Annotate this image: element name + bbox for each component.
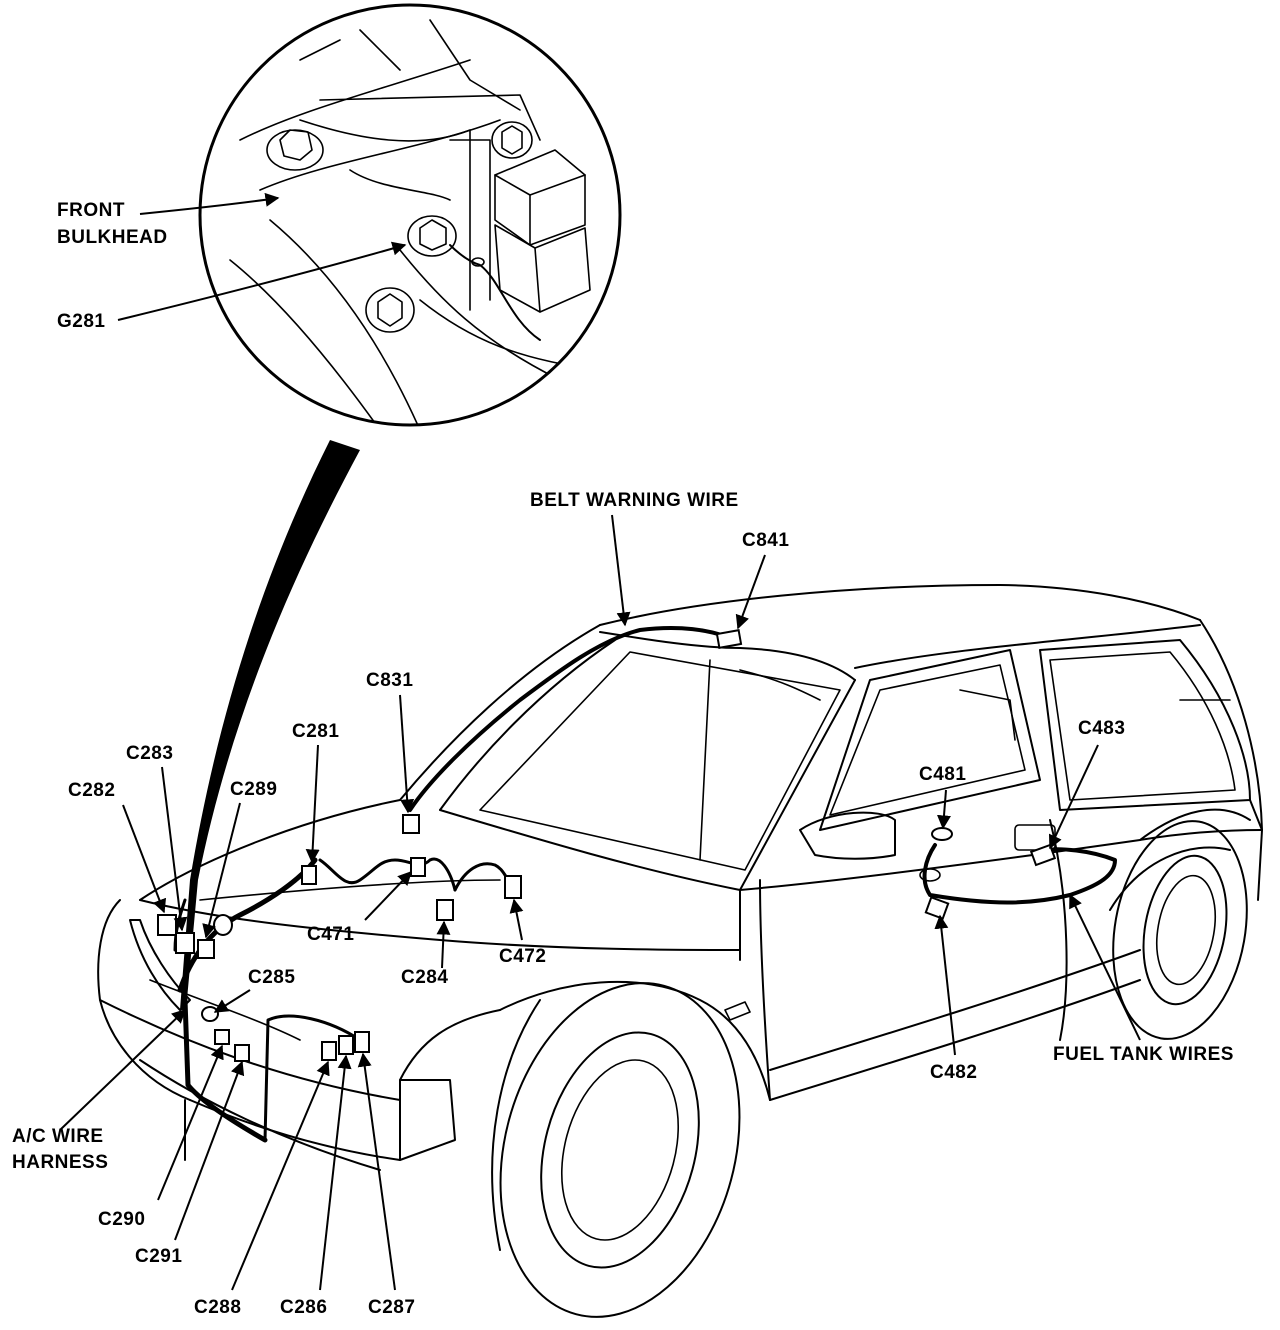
connector-c282	[157, 914, 177, 936]
connector-c281	[301, 865, 317, 885]
label-c281: C281	[292, 721, 339, 742]
connector-c831	[402, 814, 420, 834]
label-belt-warning-wire: BELT WARNING WIRE	[530, 490, 739, 511]
connector-c472	[504, 875, 522, 899]
callout-labels: FRONT BULKHEAD G281 BELT WARNING WIRE C8…	[12, 200, 1234, 1318]
connector-c481	[931, 827, 953, 841]
leader-lines	[59, 192, 1141, 1291]
connector-c290	[214, 1029, 230, 1045]
label-c286: C286	[280, 1297, 327, 1318]
label-c831: C831	[366, 670, 413, 691]
label-c289: C289	[230, 779, 277, 800]
label-ac-wire-harness-1: A/C WIRE	[12, 1126, 104, 1147]
connector-c285	[201, 1006, 219, 1022]
connector-c291	[234, 1044, 250, 1062]
label-g281: G281	[57, 311, 105, 332]
car-body	[97, 584, 1263, 1318]
label-ac-wire-harness-2: HARNESS	[12, 1152, 108, 1173]
label-c282: C282	[68, 780, 115, 801]
label-front-bulkhead-1: FRONT	[57, 200, 125, 221]
connector-c289	[197, 939, 215, 959]
label-c283: C283	[126, 743, 173, 764]
label-c285: C285	[248, 967, 295, 988]
connector-c284	[436, 899, 454, 921]
label-c471: C471	[307, 924, 354, 945]
label-c482: C482	[930, 1062, 977, 1083]
detail-circle-border	[198, 3, 622, 427]
label-c290: C290	[98, 1209, 145, 1230]
connector-c287	[354, 1031, 370, 1053]
label-fuel-tank-wires: FUEL TANK WIRES	[1053, 1044, 1234, 1065]
connector-c283	[175, 932, 195, 954]
connectors	[157, 629, 1057, 1062]
label-c481: C481	[919, 764, 966, 785]
label-c483: C483	[1078, 718, 1125, 739]
label-c472: C472	[499, 946, 546, 967]
connector-c286	[338, 1035, 354, 1055]
label-c287: C287	[368, 1297, 415, 1318]
connector-c483	[1029, 843, 1057, 867]
connector-c288	[321, 1041, 337, 1061]
label-c284: C284	[401, 967, 448, 988]
connector-c471	[410, 857, 426, 877]
connector-c841	[715, 629, 743, 649]
label-c841: C841	[742, 530, 789, 551]
label-c291: C291	[135, 1246, 182, 1267]
connector-c289-grommet	[213, 914, 233, 936]
detail-inset	[198, 3, 622, 427]
label-c288: C288	[194, 1297, 241, 1318]
connector-c482	[924, 896, 950, 920]
label-front-bulkhead-2: BULKHEAD	[57, 227, 168, 248]
